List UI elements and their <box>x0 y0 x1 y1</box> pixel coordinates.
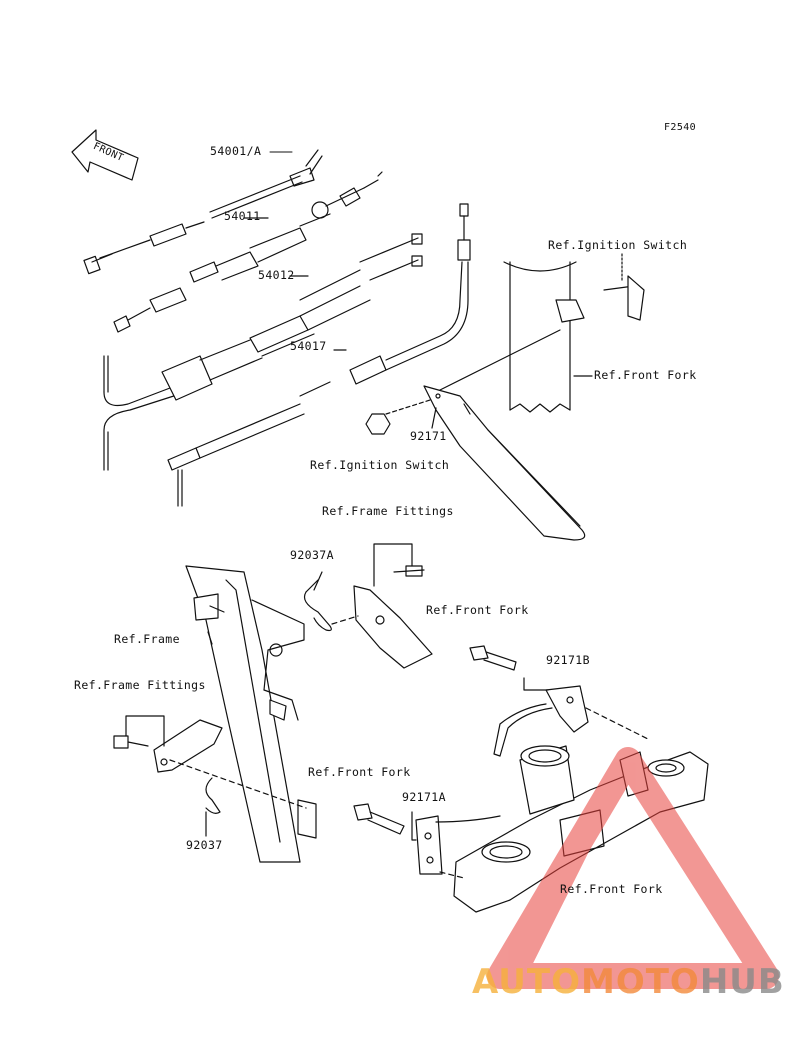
bolt-lower-icon <box>353 803 405 835</box>
watermark-text: AUTOMOTOHUB <box>472 962 785 1002</box>
ref-front-fork-top: Ref.Front Fork <box>594 368 697 382</box>
nut-icon <box>365 413 391 435</box>
part-92037A: 92037A <box>290 548 334 562</box>
watermark-auto: AUTO <box>472 962 581 1002</box>
ref-ignition-switch-top: Ref.Ignition Switch <box>548 238 688 252</box>
watermark-hub: HUB <box>699 962 785 1002</box>
ref-front-fork-bottom: Ref.Front Fork <box>560 882 663 896</box>
part-54017: 54017 <box>290 339 327 353</box>
ref-ignition-switch-mid: Ref.Ignition Switch <box>310 458 450 472</box>
part-54001A: 54001/A <box>210 144 262 158</box>
ref-frame-fittings-top: Ref.Frame Fittings <box>322 504 454 518</box>
bracket-92171A <box>415 815 501 875</box>
cable-guide-bracket <box>385 329 586 541</box>
ref-front-fork-mid: Ref.Front Fork <box>426 603 529 617</box>
choke-cable <box>113 171 383 333</box>
part-92171A: 92171A <box>402 790 446 804</box>
figure-code: F2540 <box>664 122 697 133</box>
bolt-icon <box>469 645 517 671</box>
watermark-logo <box>487 747 779 989</box>
bracket-92171B <box>493 685 589 757</box>
ref-frame: Ref.Frame <box>114 632 180 646</box>
part-54012: 54012 <box>258 268 295 282</box>
frame-fittings-bracket <box>353 565 433 669</box>
part-92171B: 92171B <box>546 653 590 667</box>
part-92037: 92037 <box>186 838 223 852</box>
throttle-cables <box>103 233 423 471</box>
ignition-switch-ref-top <box>603 253 645 321</box>
brake-cable <box>167 203 471 507</box>
clip-92037 <box>205 777 221 814</box>
watermark-moto: MOTO <box>580 962 700 1002</box>
front-fork-tube <box>503 261 585 413</box>
frame-member <box>185 565 317 863</box>
part-92171: 92171 <box>410 429 447 443</box>
frame-fittings-left-bracket <box>113 719 223 773</box>
front-arrow-icon <box>71 129 139 181</box>
clip-92037A <box>303 579 332 632</box>
part-54011: 54011 <box>224 209 261 223</box>
ref-frame-fittings-left: Ref.Frame Fittings <box>74 678 206 692</box>
speedometer-cable <box>83 149 323 275</box>
ref-front-fork-low: Ref.Front Fork <box>308 765 411 779</box>
